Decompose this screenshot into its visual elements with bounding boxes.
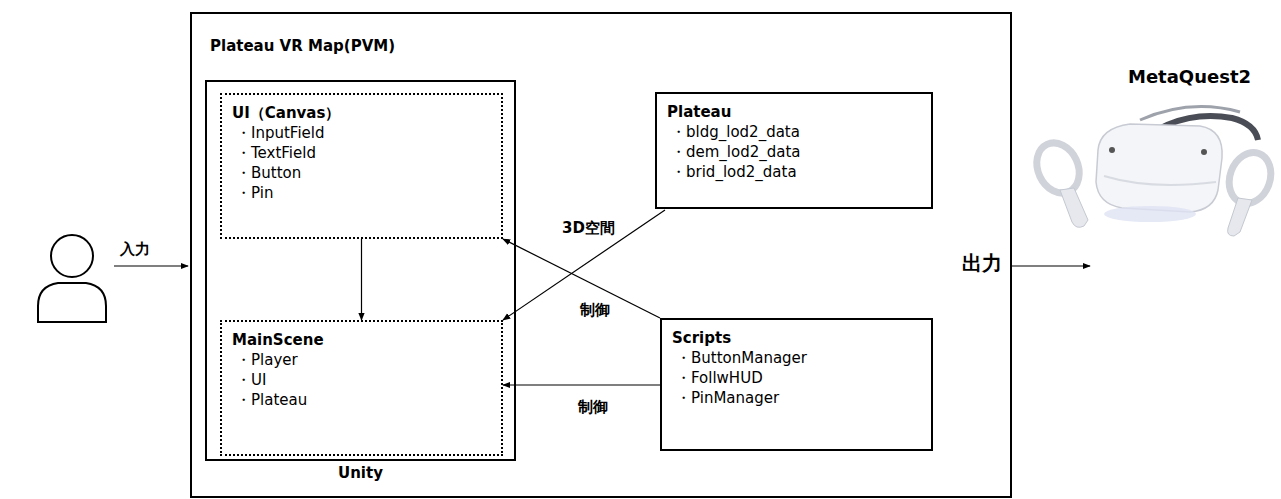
ui-group: UI（Canvas）・InputField・TextField・Button・P… [220,93,503,239]
edge-label: 制御 [576,398,610,416]
list-item: ・bldg_lod2_data [671,122,919,142]
flow-arrow [503,239,660,318]
engine-frame: UI（Canvas）・InputField・TextField・Button・P… [205,80,516,461]
data-box: Plateau・bldg_lod2_data・dem_lod2_data・bri… [655,92,933,209]
list-item: ・TextField [236,143,489,163]
list-item: ・Button [236,163,489,183]
list-item: ・Pin [236,183,489,203]
list-item: ・FollwHUD [676,368,919,388]
list-item: ・brid_lod2_data [671,162,919,182]
script-box: Scripts・ButtonManager・FollwHUD・PinManage… [660,318,933,451]
flow-arrow [361,239,362,320]
list-item: ・ButtonManager [676,348,919,368]
box-heading: UI（Canvas） [232,103,489,123]
edge-label: 制御 [578,301,612,319]
output-arrow [1012,265,1090,266]
box-heading: Plateau [667,102,919,122]
input-label: 入力 [120,240,150,259]
box-heading: Unity [207,463,514,483]
list-item: ・Player [236,350,489,370]
flow-arrow [503,210,665,320]
box-heading: MainScene [232,330,489,350]
app-frame: UI（Canvas）・InputField・TextField・Button・P… [190,12,1012,498]
list-item: ・dem_lod2_data [671,142,919,162]
box-heading: Scripts [672,328,919,348]
output-label: 出力 [962,250,1002,277]
flow-arrow [503,384,660,385]
list-item: ・InputField [236,123,489,143]
person-icon [38,235,106,322]
input-arrow [114,265,188,266]
headset-illustration [1029,107,1278,236]
list-item: ・PinManager [676,388,919,408]
edge-label: 3D空間 [560,219,617,237]
box-heading: Plateau VR Map(PVM) [210,36,395,56]
device-label: MetaQuest2 [1128,66,1251,87]
scene-group: MainScene・Player・UI・Plateau [220,320,503,456]
list-item: ・Plateau [236,390,489,410]
list-item: ・UI [236,370,489,390]
